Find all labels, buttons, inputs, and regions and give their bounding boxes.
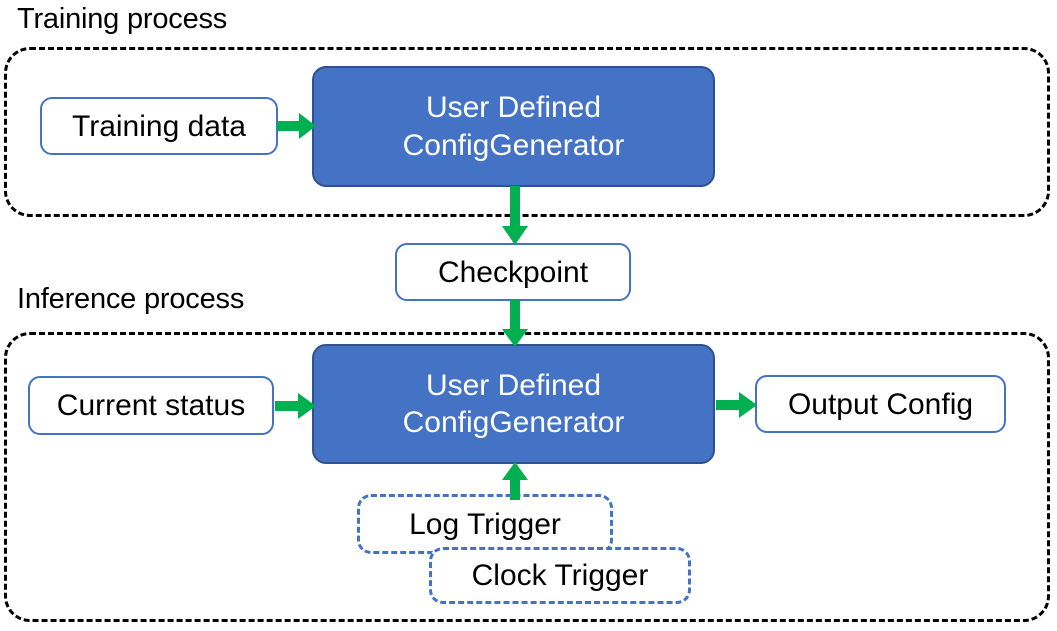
arrow-generator-to-checkpoint <box>501 186 529 246</box>
inference-process-label: Inference process <box>17 283 245 315</box>
node-log-trigger[interactable]: Log Trigger <box>357 494 613 554</box>
node-output-config[interactable]: Output Config <box>755 375 1006 433</box>
node-training-data[interactable]: Training data <box>40 97 278 155</box>
node-user-defined-config-generator-inference[interactable]: User Defined ConfigGenerator <box>312 344 715 464</box>
training-process-label: Training process <box>17 3 228 35</box>
training-process-container <box>4 47 1050 217</box>
inference-process-container <box>4 332 1050 622</box>
arrow-generator-to-output-config <box>716 391 758 419</box>
arrow-current-status-to-generator <box>275 392 317 420</box>
node-current-status[interactable]: Current status <box>28 376 274 435</box>
generator-title-line2: ConfigGenerator <box>402 128 625 162</box>
arrow-training-data-to-generator <box>277 112 317 140</box>
node-checkpoint[interactable]: Checkpoint <box>395 243 631 301</box>
arrow-checkpoint-to-generator <box>501 300 529 348</box>
arrow-triggers-to-generator <box>501 462 529 500</box>
node-clock-trigger[interactable]: Clock Trigger <box>429 547 691 604</box>
generator-title-line1-inference: User Defined <box>425 368 602 402</box>
generator-title-line1: User Defined <box>425 91 602 124</box>
generator-title-line2-inference: ConfigGenerator <box>402 406 625 439</box>
node-user-defined-config-generator-training[interactable]: User Defined ConfigGenerator <box>312 66 715 187</box>
